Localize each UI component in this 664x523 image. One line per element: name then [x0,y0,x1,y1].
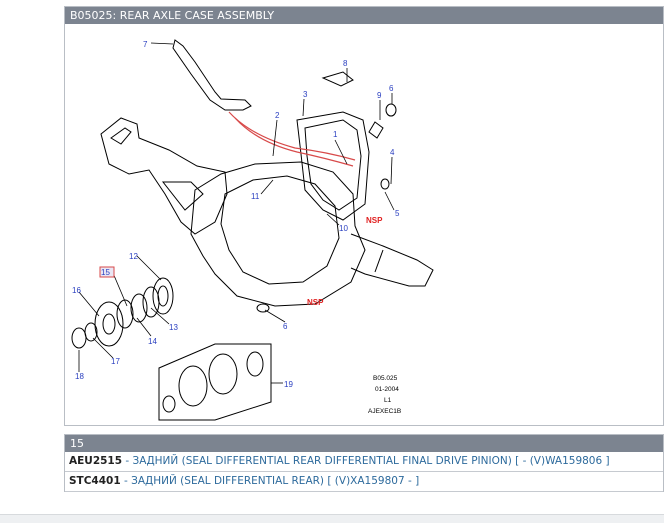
callout-5[interactable]: 5 [395,209,400,218]
diagram-svg: 7 8 6 9 3 2 1 4 5 10 11 12 13 14 16 17 1… [71,39,434,421]
assembly-title: B05025: REAR AXLE CASE ASSEMBLY [65,7,663,24]
stamp-date: 01-2004 [375,386,399,393]
callout-2[interactable]: 2 [275,111,280,120]
callout-13[interactable]: 13 [169,323,178,332]
callout-10[interactable]: 10 [339,224,348,233]
callout-11[interactable]: 11 [251,192,260,201]
exploded-diagram: 7 8 6 9 3 2 1 4 5 10 11 12 13 14 16 17 1… [65,24,663,425]
part-number[interactable]: STC4401 [69,475,121,487]
stamp-code: B05.025 [373,375,398,382]
part-row[interactable]: STC4401 - ЗАДНИЙ (SEAL DIFFERENTIAL REAR… [65,472,663,492]
part-separator: - [122,455,133,467]
part-row[interactable]: AEU2515 - ЗАДНИЙ (SEAL DIFFERENTIAL REAR… [65,452,663,472]
callout-3[interactable]: 3 [303,90,308,99]
callout-14[interactable]: 14 [148,337,157,346]
nsp-labels: NSP NSP [307,216,383,307]
parts-panel: 15 AEU2515 - ЗАДНИЙ (SEAL DIFFERENTIAL R… [64,434,664,492]
diagram-drawing [71,39,434,421]
stamp-rev: L1 [384,397,392,404]
callout-12[interactable]: 12 [129,252,138,261]
nsp-label-bottom: NSP [307,298,324,307]
page-footer [0,514,664,523]
callout-7[interactable]: 7 [143,40,148,49]
highlight-lines [228,111,356,167]
selected-callout-number: 15 [65,435,663,452]
callout-6-bottom[interactable]: 6 [283,322,288,331]
callout-19[interactable]: 19 [284,380,293,389]
callout-6-top[interactable]: 6 [389,84,394,93]
callout-18[interactable]: 18 [75,372,84,381]
callout-16[interactable]: 16 [72,286,81,295]
assembly-panel: B05025: REAR AXLE CASE ASSEMBLY [64,6,664,426]
part-description-link[interactable]: ЗАДНИЙ (SEAL DIFFERENTIAL REAR) [ (V)XA1… [131,475,420,487]
stamp-ref: AJEXEC1B [368,408,401,415]
callout-15-highlight [99,266,115,278]
drawing-stamp: B05.025 01-2004 L1 AJEXEC1B [368,375,401,415]
leader-lines [78,42,395,384]
part-number[interactable]: AEU2515 [69,455,123,467]
callout-labels: 7 8 6 9 3 2 1 4 5 10 11 12 13 14 16 17 1… [72,40,400,389]
part-separator: - [120,475,132,487]
nsp-label-right: NSP [366,216,383,225]
callout-4[interactable]: 4 [390,148,395,157]
callout-17[interactable]: 17 [111,357,120,366]
callout-8[interactable]: 8 [343,59,348,68]
part-description-link[interactable]: ЗАДНИЙ (SEAL DIFFERENTIAL REAR DIFFERENT… [132,455,610,467]
callout-15[interactable]: 15 [101,268,110,277]
callout-9[interactable]: 9 [377,91,382,100]
callout-1[interactable]: 1 [333,130,338,139]
